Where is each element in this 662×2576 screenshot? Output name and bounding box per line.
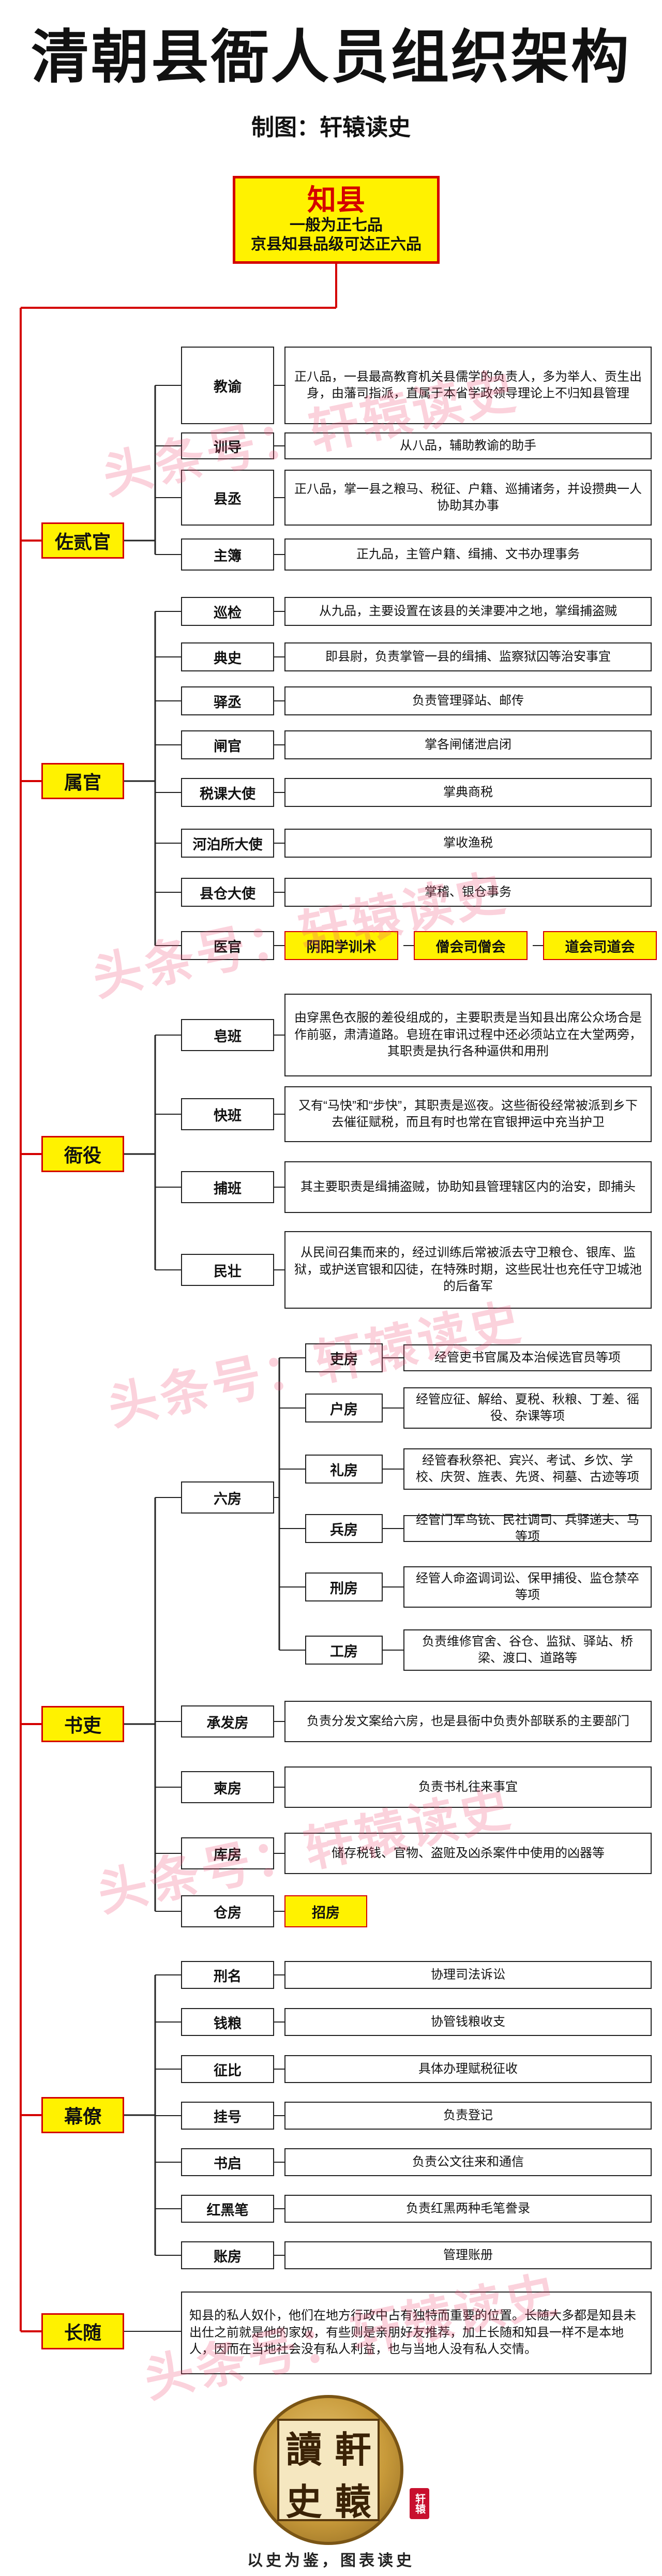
item-desc: 其主要职责是缉捕盗贼，协助知县管理辖区内的治安，即捕头: [284, 1161, 652, 1213]
item-desc: 正八品，一县最高教育机关县儒学的负责人，多为举人、贡生出身，由藩司指派，直属于本…: [284, 347, 652, 424]
item-desc: 负责登记: [284, 2102, 652, 2130]
sub-desc: 经管门军鸟铳、民社调司、兵驿递夫、马等项: [403, 1513, 652, 1544]
item-node: 承发房: [181, 1705, 274, 1738]
sub-node: 工房: [305, 1636, 383, 1665]
item-desc: 负责书札往来事宜: [284, 1766, 652, 1808]
item-node: 柬房: [181, 1771, 274, 1803]
sub-node: 礼房: [305, 1455, 383, 1484]
item-desc: 负责管理驿站、邮传: [284, 686, 652, 715]
sub-desc: 经管吏书官属及本治候选官员等项: [403, 1344, 652, 1371]
category-box: 衙役: [41, 1136, 124, 1172]
item-node: 红黑笔: [181, 2195, 274, 2223]
item-desc: 掌典商税: [284, 778, 652, 807]
red-stamp: 轩辕: [410, 2488, 429, 2519]
root-line: 京县知县品级可达正六品: [251, 236, 422, 253]
item-node: 仓房: [181, 1895, 274, 1927]
item-desc: 协管钱粮收支: [284, 2008, 652, 2036]
item-node: 训导: [181, 432, 274, 459]
item-desc: 又有“马快”和“步快”，其职责是巡夜。这些衙役经常被派到乡下去催征赋税，而且有时…: [284, 1086, 652, 1142]
sub-desc: 负责维修官舍、谷仓、监狱、驿站、桥梁、渡口、道路等: [403, 1629, 652, 1671]
item-node: 主簿: [181, 538, 274, 571]
item-desc: 储存税钱、官物、盗赃及凶杀案件中使用的凶器等: [284, 1833, 652, 1874]
seal-char: 軒: [335, 2428, 371, 2471]
category-box: 幕僚: [41, 2097, 124, 2133]
page-title: 清朝县衙人员组织架构: [31, 25, 631, 89]
seal-char: 轅: [335, 2480, 371, 2523]
extra-node: 道会司道会: [543, 931, 657, 960]
item-node: 快班: [181, 1098, 274, 1130]
item-desc: 管理账册: [284, 2241, 652, 2269]
sub-desc: 经管春秋祭祀、宾兴、考试、乡饮、学校、庆贺、旌表、先贤、祠墓、古迹等项: [403, 1448, 652, 1490]
item-desc: 负责红黑两种毛笔誊录: [284, 2195, 652, 2223]
item-node: 驿丞: [181, 686, 274, 715]
item-node: 民壮: [181, 1254, 274, 1286]
item-node: 医官: [181, 931, 274, 960]
sub-node: 户房: [305, 1394, 383, 1422]
item-node: 书启: [181, 2148, 274, 2176]
sub-desc: 经管人命盗调词讼、保甲捕役、监仓禁卒等项: [403, 1566, 652, 1608]
logo-seal: 讀 軒 史 轅: [253, 2395, 403, 2545]
page-subtitle: 制图：轩辕读史: [251, 115, 411, 140]
extra-node: 招房: [284, 1895, 367, 1927]
item-node: 县仓大使: [181, 878, 274, 907]
item-desc: 正九品，主管户籍、缉捕、文书办理事务: [284, 538, 652, 571]
sub-node: 兵房: [305, 1514, 383, 1543]
sub-desc: 经管应征、解给、夏税、秋粮、丁差、徭役、杂课等项: [403, 1387, 652, 1429]
root-node-zhixian: 知县 一般为正七品 京县知县品级可达正六品: [233, 176, 440, 264]
item-node: 闸官: [181, 730, 274, 759]
item-desc: 即县尉，负责掌管一县的缉捕、监察狱囚等治安事宜: [284, 642, 652, 671]
item-node: 税课大使: [181, 778, 274, 807]
item-desc: 具体办理赋税征收: [284, 2055, 652, 2083]
category-box: 属官: [41, 763, 124, 799]
item-node: 县丞: [181, 470, 274, 526]
item-desc: 协理司法诉讼: [284, 1961, 652, 1989]
item-desc: 掌稽、银仓事务: [284, 878, 652, 907]
item-node: 刑名: [181, 1961, 274, 1989]
item-desc: 负责分发文案给六房，也是县衙中负责外部联系的主要部门: [284, 1701, 652, 1742]
category-box: 佐贰官: [41, 522, 124, 559]
root-title: 知县: [307, 184, 365, 217]
root-line: 一般为正七品: [290, 216, 383, 234]
seal-char: 讀: [285, 2428, 322, 2471]
item-desc: 正八品，掌一县之粮马、税征、户籍、巡捕诸务，并设攒典一人协助其办事: [284, 470, 652, 526]
item-node: 账房: [181, 2241, 274, 2269]
item-node: 征比: [181, 2055, 274, 2083]
sub-node: 吏房: [305, 1343, 383, 1372]
sub-node: 刑房: [305, 1572, 383, 1601]
item-desc: 掌各闸储泄启闭: [284, 730, 652, 759]
item-node: 六房: [181, 1481, 274, 1514]
item-node: 典史: [181, 642, 274, 671]
extra-node: 阴阳学训术: [284, 931, 398, 960]
item-desc: 掌收渔税: [284, 829, 652, 858]
category-box: 书吏: [41, 1706, 124, 1742]
item-node: 教谕: [181, 347, 274, 424]
item-node: 库房: [181, 1837, 274, 1869]
item-desc: 由穿黑色衣服的差役组成的，主要职责是当知县出席公众场合是作前驱，肃清道路。皂班在…: [284, 994, 652, 1076]
item-desc: 从八品，辅助教谕的助手: [284, 432, 652, 459]
extra-node: 僧会司僧会: [414, 931, 528, 960]
category-box: 长随: [41, 2313, 124, 2349]
item-node: 挂号: [181, 2102, 274, 2130]
item-desc: 从九品，主要设置在该县的关津要冲之地，掌缉捕盗贼: [284, 597, 652, 626]
item-node: 巡检: [181, 597, 274, 626]
item-desc: 从民间召集而来的，经过训练后常被派去守卫粮仓、银库、监狱，或护送官银和囚徒，在特…: [284, 1231, 652, 1309]
item-node: 皂班: [181, 1019, 274, 1051]
item-desc: 负责公文往来和通信: [284, 2148, 652, 2176]
changsui-desc: 知县的私人奴仆，他们在地方行政中占有独特而重要的位置。长随大多都是知县未出仕之前…: [181, 2292, 652, 2374]
item-node: 河泊所大使: [181, 829, 274, 858]
item-node: 钱粮: [181, 2008, 274, 2036]
item-node: 捕班: [181, 1171, 274, 1203]
seal-char: 史: [285, 2480, 322, 2523]
seal-face: 讀 軒 史 轅: [277, 2419, 380, 2523]
footer-slogan: 以史为鉴，图表读史: [247, 2552, 415, 2570]
